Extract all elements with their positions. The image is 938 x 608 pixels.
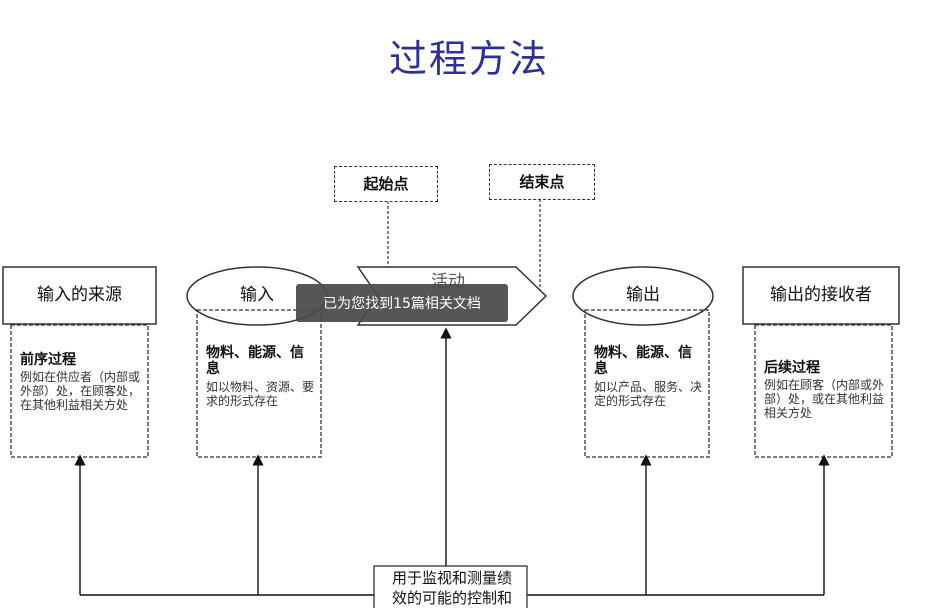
input-source-heading: 前序过程 — [20, 352, 76, 368]
input-label: 输入 — [240, 285, 274, 305]
output-label: 输出 — [626, 285, 660, 305]
output-receiver-heading: 后续过程 — [764, 360, 820, 376]
output-receiver-label: 输出的接收者 — [770, 285, 872, 305]
start-point-label: 起始点 — [363, 175, 409, 193]
end-point-label: 结束点 — [519, 173, 565, 191]
page-title: 过程方法 — [388, 37, 549, 81]
input-desc: 如以物料、资源、要求的形式存在 — [206, 380, 315, 408]
search-result-toast[interactable]: 已为您找到15篇相关文档 — [296, 284, 508, 322]
monitor-box — [373, 565, 528, 608]
end-point-box: 结束点 — [489, 164, 595, 200]
output-receiver-desc: 例如在顾客（内部或外部）处，或在其他利益相关方处 — [764, 378, 885, 420]
output-receiver-box — [742, 266, 900, 325]
start-point-box: 起始点 — [334, 166, 438, 202]
monitor-text: 用于监视和测量绩效的可能的控制和检查点 — [391, 569, 512, 607]
output-desc: 如以产品、服务、决定的形式存在 — [594, 380, 703, 408]
output-heading: 物料、能源、信息 — [594, 345, 692, 377]
input-heading: 物料、能源、信息 — [206, 345, 304, 377]
input-source-desc: 例如在供应者（内部或外部）处，在顾客处，在其他利益相关方处 — [20, 370, 141, 412]
input-source-label: 输入的来源 — [37, 285, 122, 305]
input-source-box — [2, 266, 157, 325]
